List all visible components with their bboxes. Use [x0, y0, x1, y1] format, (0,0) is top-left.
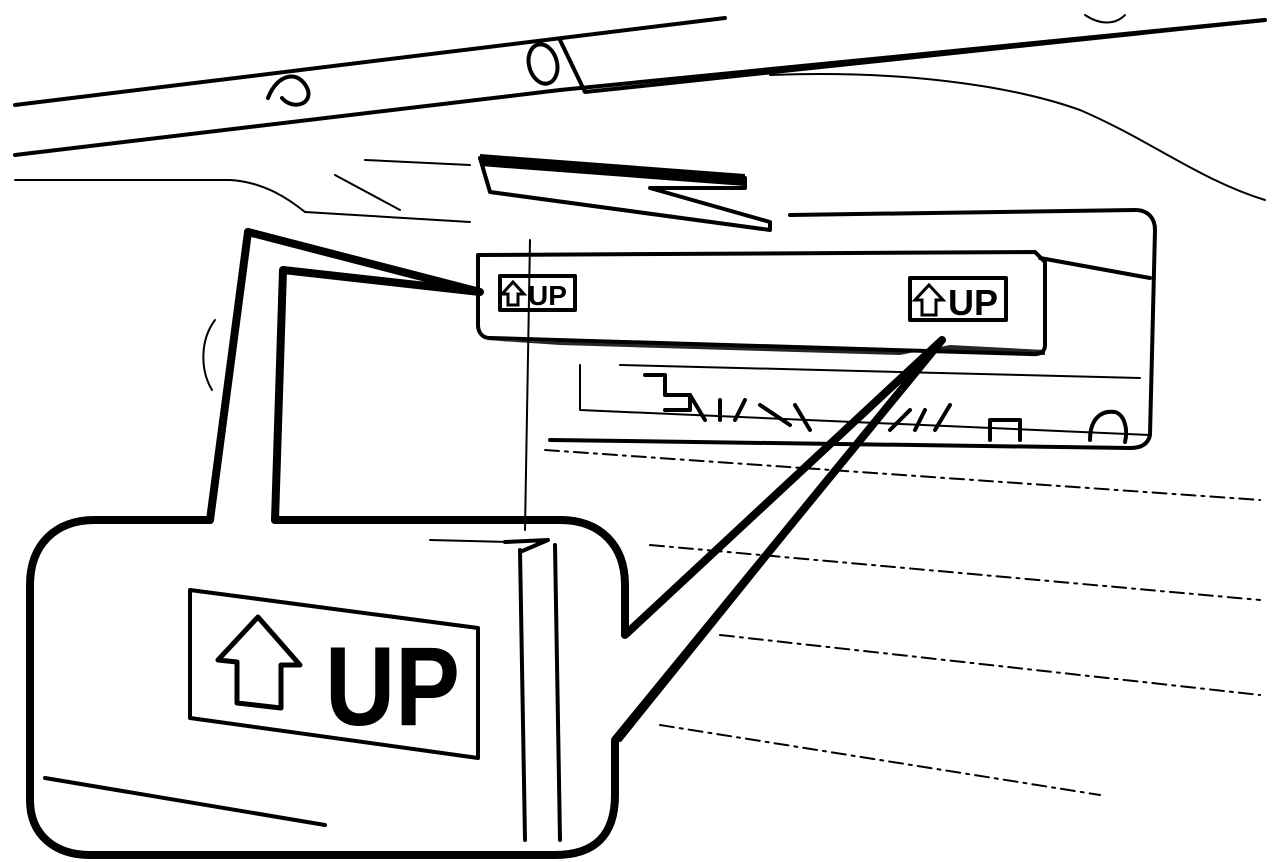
left-up-label: UP	[498, 274, 577, 312]
left-label-text: UP	[528, 280, 567, 311]
bolt-hole	[526, 42, 560, 86]
callout-pointer-left-outer	[206, 228, 252, 524]
tray-ribs-left	[688, 393, 812, 432]
bracket-line	[558, 18, 1267, 94]
top-curve-mark	[1084, 14, 1126, 24]
release-lever	[478, 154, 772, 232]
zoom-edge-line-1	[518, 548, 527, 842]
up-arrow-icon	[911, 282, 947, 317]
panel-top-edge	[364, 159, 471, 166]
left-label-frame	[498, 274, 577, 312]
callout-pointer-left	[244, 228, 484, 524]
zoom-edge-line-2	[553, 543, 562, 842]
dash-line-3	[719, 634, 1261, 696]
dash-line-1	[544, 449, 1261, 501]
right-label-text: UP	[948, 282, 998, 323]
up-arrow-icon	[215, 614, 303, 711]
callout-label-text: UP	[325, 624, 460, 749]
up-arrow-icon	[498, 279, 528, 307]
right-label-frame	[908, 276, 1008, 322]
top-beam-line	[13, 16, 727, 107]
lever-top-bar	[480, 154, 745, 186]
dash-line-4	[659, 724, 1101, 796]
zoom-top-edge	[429, 539, 511, 543]
zoom-bottom-line	[43, 776, 327, 827]
filter-cartridge: UP UP	[476, 250, 1047, 357]
housing-post	[524, 239, 531, 531]
housing-outline	[548, 208, 1157, 450]
callout-label-frame	[188, 588, 480, 760]
left-panel-edge	[14, 179, 306, 213]
zoom-corner	[503, 538, 550, 554]
tray-tab	[1088, 409, 1129, 444]
side-curve	[202, 319, 216, 391]
housing	[524, 208, 1157, 531]
background-dashes	[544, 449, 1261, 796]
callout-up-label: UP	[188, 588, 480, 760]
clip-hook	[266, 74, 311, 107]
cartridge-body	[476, 250, 1047, 357]
vehicle-structure	[13, 14, 1267, 391]
tray-bottom	[579, 364, 1151, 436]
tray-slot-1	[643, 373, 692, 412]
tray-ribs-right	[888, 403, 1022, 442]
callout-bubble-outline	[26, 336, 946, 859]
right-up-label: UP	[908, 276, 1008, 323]
callout-pointer-right-inner	[618, 338, 944, 742]
panel-crease	[334, 174, 401, 211]
panel-curve	[769, 73, 1266, 201]
housing-rim	[1038, 256, 1152, 280]
zoom-callout: UP	[26, 228, 946, 859]
panel-edge-2	[304, 211, 471, 223]
tray-top	[619, 364, 1141, 379]
